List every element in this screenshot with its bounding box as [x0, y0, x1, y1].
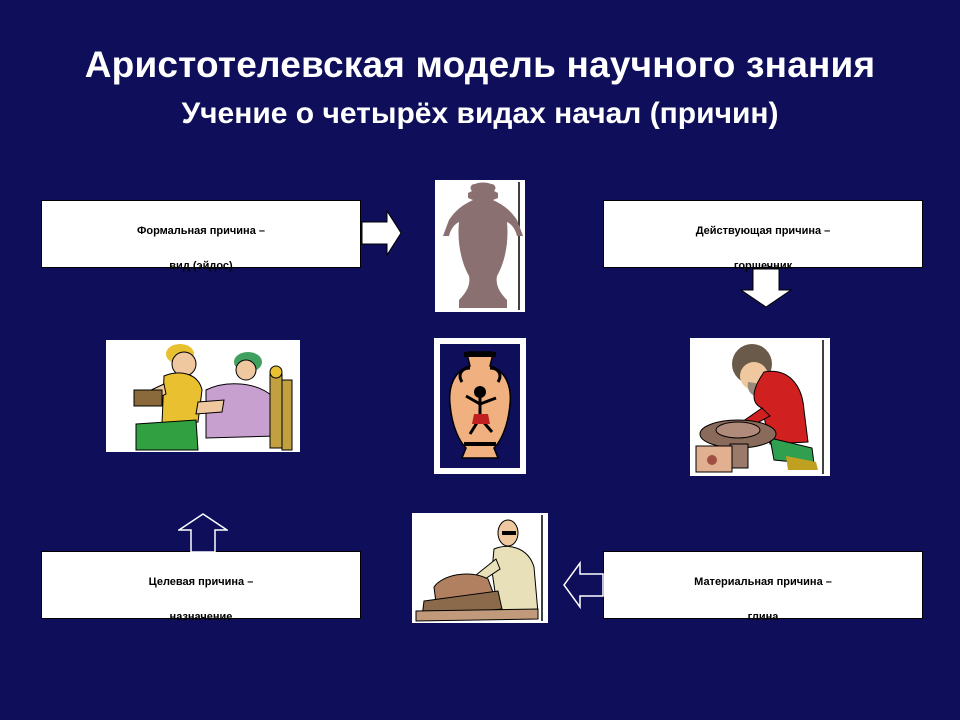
vase-silhouette-icon [435, 180, 525, 312]
arrow-right-icon [361, 209, 403, 257]
arrow-down-icon [740, 268, 792, 308]
formal-cause-title: Формальная причина – [137, 225, 265, 237]
formal-cause-box: Формальная причина – вид (эйдос) [41, 200, 361, 272]
arrow-up-icon [178, 513, 228, 553]
page-subtitle: Учение о четырёх видах начал (причин) [181, 97, 779, 130]
final-cause-desc: назначение [169, 611, 233, 623]
material-cause-title: Материальная причина – [694, 576, 832, 588]
efficient-cause-box: Действующая причина – горшечник [603, 200, 923, 272]
material-cause-box: Материальная причина – глина [603, 551, 923, 623]
potter-at-wheel-icon [690, 338, 830, 476]
formal-cause-desc: вид (эйдос) [169, 260, 233, 272]
page-title: Аристотелевская модель научного знания [84, 44, 876, 85]
greek-feast-figures-icon [106, 340, 300, 452]
sculptor-with-clay-icon [412, 513, 548, 623]
arrow-left-icon [562, 561, 604, 609]
efficient-cause-title: Действующая причина – [695, 225, 831, 237]
final-cause-title: Целевая причина – [148, 576, 254, 588]
final-cause-box: Целевая причина – назначение [41, 551, 361, 623]
greek-amphora-icon [434, 338, 526, 474]
material-cause-desc: глина [747, 611, 779, 623]
